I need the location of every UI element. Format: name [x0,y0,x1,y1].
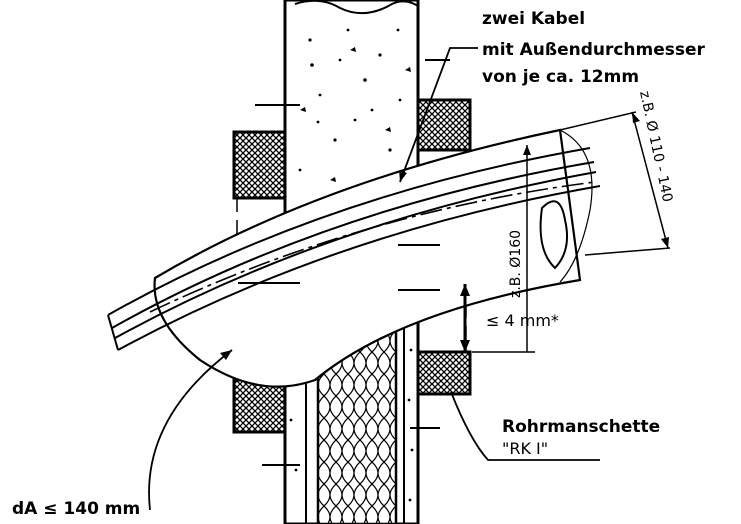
sleeve-type-label: "RK I" [502,439,548,458]
cable-arrow [399,170,407,182]
cables [107,147,601,351]
sleeve-label: Rohrmanschette [502,417,660,437]
leader-lines [148,47,600,511]
gap-dimension [460,284,470,352]
cable-label-line2: mit Außendurchmesser [482,40,706,60]
gap-label: ≤ 4 mm* [486,311,559,330]
cable-label-line1: zwei Kabel [482,9,585,29]
pipe-diameter-label: z.B. Ø160 [508,230,524,298]
pipe-dimension [472,145,535,353]
da-arrow [220,350,232,360]
cable-label-line3: von je ca. 12mm [482,67,639,87]
outer-diameter-label: z.B. Ø 110 - 140 [636,90,675,204]
tick-marks [238,59,450,466]
outer-dimension [559,111,671,256]
da-label: dA ≤ 140 mm [12,499,140,519]
